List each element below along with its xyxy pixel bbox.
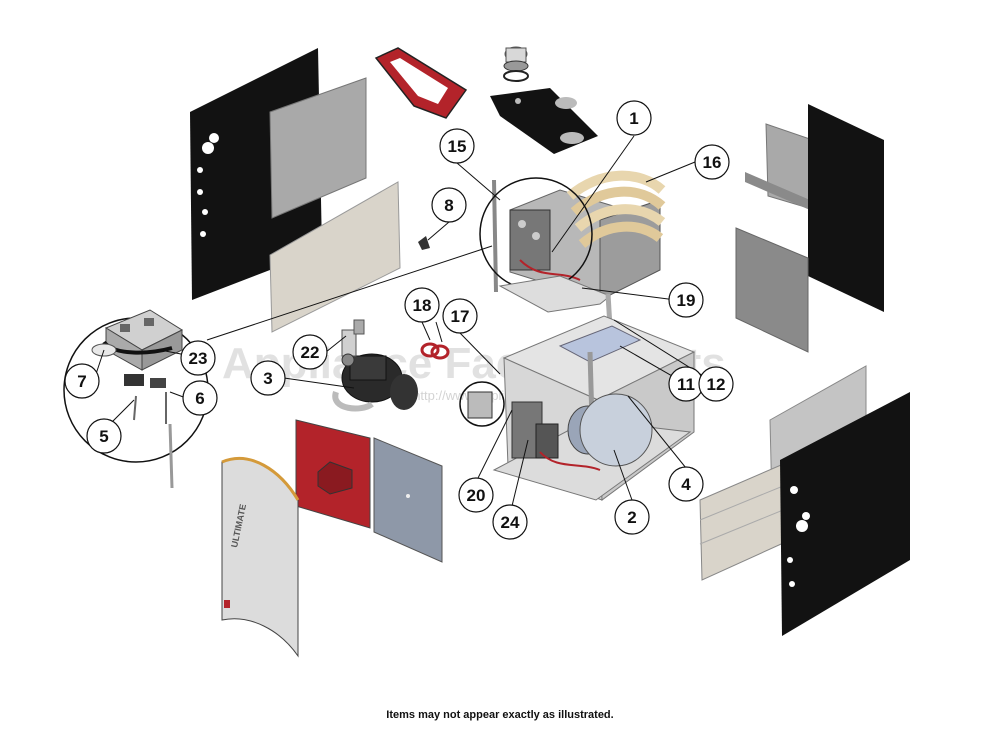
callout-8: 8: [431, 187, 467, 223]
callout-6: 6: [182, 380, 218, 416]
red-access-panel: [295, 419, 371, 529]
callout-16: 16: [694, 144, 730, 180]
svg-text:17: 17: [451, 307, 470, 326]
bracket-part: [418, 236, 430, 250]
svg-text:7: 7: [77, 372, 86, 391]
svg-text:19: 19: [677, 291, 696, 310]
callout-18: 18: [404, 287, 440, 323]
base-assembly: [492, 315, 696, 501]
callout-15: 15: [439, 128, 475, 164]
callout-22: 22: [292, 334, 328, 370]
svg-text:2: 2: [627, 508, 636, 527]
right-gray-panel: [735, 227, 809, 353]
callout-11: 11: [668, 366, 704, 402]
svg-text:12: 12: [707, 375, 726, 394]
callout-4: 4: [668, 466, 704, 502]
callout-5: 5: [86, 418, 122, 454]
switch-part: [467, 391, 493, 419]
left-insulation-panel: [269, 77, 367, 219]
svg-text:3: 3: [263, 369, 272, 388]
left-beige-panel: [269, 181, 401, 333]
o-ring: [420, 342, 440, 358]
callout-24: 24: [492, 504, 528, 540]
callout-20: 20: [458, 477, 494, 513]
callout-1: 1: [616, 100, 652, 136]
o-ring: [430, 344, 450, 360]
svg-text:22: 22: [301, 343, 320, 362]
callout-7: 7: [64, 363, 100, 399]
svg-text:24: 24: [501, 513, 520, 532]
right-strip: [745, 172, 810, 210]
svg-text:20: 20: [467, 486, 486, 505]
heat-exchanger: [509, 170, 666, 301]
burner-plate: [498, 275, 611, 313]
callout-23: 23: [180, 340, 216, 376]
svg-text:18: 18: [413, 296, 432, 315]
callout-17: 17: [442, 298, 478, 334]
front-door: ULTIMATE: [221, 456, 300, 658]
lower-right-black-panel: [780, 392, 910, 636]
footer-note: Items may not appear exactly as illustra…: [386, 709, 614, 721]
inducer-blower: [332, 353, 418, 412]
callout-12: 12: [698, 366, 734, 402]
detail-circle-switch: [459, 381, 505, 427]
svg-text:5: 5: [99, 427, 108, 446]
callout-19: 19: [668, 282, 704, 318]
lower-right-beige-panel: [699, 461, 791, 581]
svg-text:6: 6: [195, 389, 204, 408]
svg-text:1: 1: [629, 109, 638, 128]
svg-text:8: 8: [444, 196, 453, 215]
svg-text:4: 4: [681, 475, 691, 494]
right-side-panel: [808, 104, 884, 312]
top-red-gasket: [374, 47, 468, 119]
callout-2: 2: [614, 499, 650, 535]
top-black-plate: [490, 88, 598, 154]
svg-text:23: 23: [189, 349, 208, 368]
svg-text:15: 15: [448, 137, 467, 156]
blue-access-panel: [373, 437, 443, 563]
svg-text:16: 16: [703, 153, 722, 172]
top-fitting: [503, 46, 529, 82]
svg-text:11: 11: [677, 375, 695, 394]
callout-3: 3: [250, 360, 286, 396]
